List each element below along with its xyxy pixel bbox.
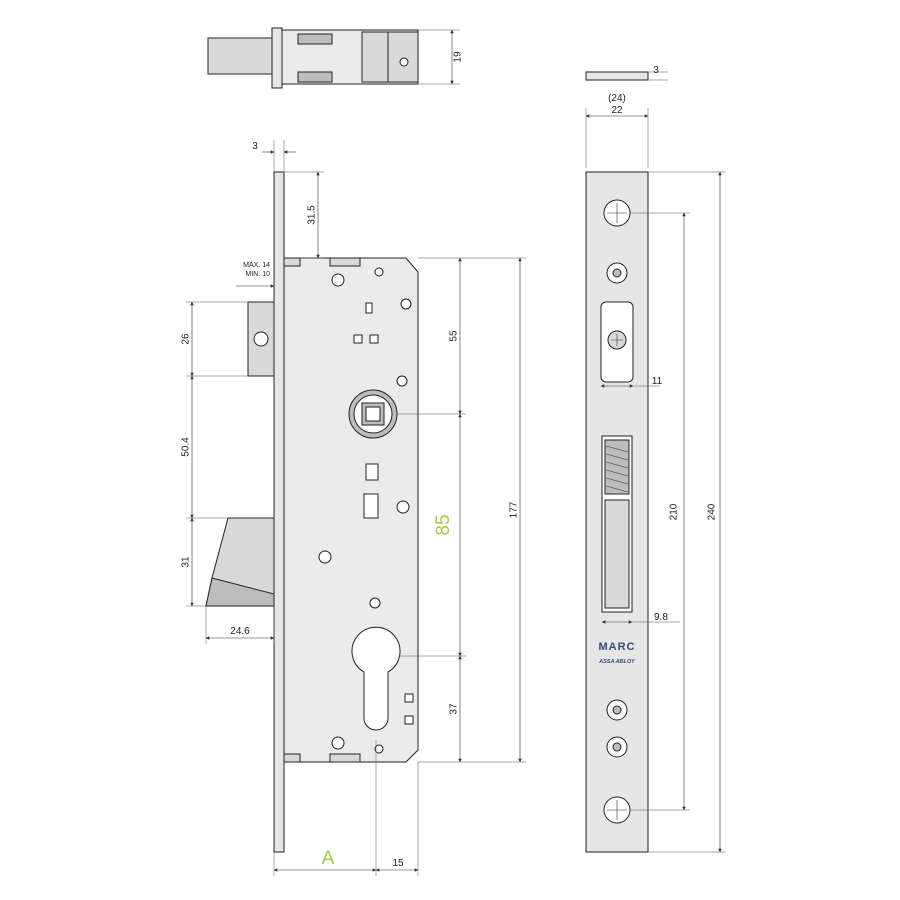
dim-latch-cutout: 9.8: [654, 612, 668, 623]
top-clip-upper: [297, 33, 333, 45]
side-notch-tm: [329, 257, 361, 267]
side-dimensions: 3 31.5 MÁX. 14 MIN. 10 26 50.4 31 24.6 5…: [181, 140, 526, 876]
dim-top-to-body: 31.5: [307, 205, 318, 225]
dim-faceplate-thickness: 3: [653, 65, 659, 76]
dim-bolt-max: MÁX. 14: [243, 260, 270, 269]
side-notch-bl: [283, 753, 301, 763]
dim-faceplate-width-alt: (24): [608, 93, 626, 104]
dim-screw-distance: 210: [669, 503, 680, 520]
side-spindle-inner: [365, 406, 381, 422]
faceplate-spring: [605, 445, 629, 493]
faceplate-edge: [585, 71, 649, 81]
side-notch-bm: [329, 753, 361, 763]
side-hole-e: [369, 597, 381, 609]
top-end-block: [387, 31, 419, 83]
dim-top-height: 19: [453, 51, 464, 63]
side-screw-upper: [331, 273, 345, 287]
side-notch-tl: [283, 257, 301, 267]
brand-sub: ASSA ABLOY: [598, 659, 636, 665]
side-hole-d: [318, 550, 332, 564]
side-screw-mid: [396, 500, 410, 514]
top-end-hole: [399, 57, 409, 67]
dim-bolt-min: MIN. 10: [245, 271, 270, 278]
side-slot-c: [369, 334, 379, 344]
side-slot-g: [404, 715, 414, 725]
side-cylinder-cutout: [351, 626, 401, 731]
dim-body-height: 177: [509, 501, 520, 518]
side-hole-a: [374, 267, 384, 277]
top-clip-lower: [297, 71, 333, 83]
faceplate-view: 3 (24) 22 11 9.8 MARC ASSA ABLOY: [585, 65, 726, 853]
side-slot-f: [404, 693, 414, 703]
top-faceplate: [271, 27, 283, 89]
side-deadbolt-hole: [253, 331, 269, 347]
faceplate-latch-tongue: [604, 499, 630, 609]
top-spring-housing: [361, 31, 389, 83]
side-slot-b: [353, 334, 363, 344]
side-screw-lower: [331, 736, 345, 750]
faceplate-screw-top-cross: [607, 203, 627, 223]
side-slot-d: [365, 463, 379, 481]
brand-name: MARC: [599, 641, 636, 653]
side-slot-a: [365, 302, 373, 314]
side-slot-e: [363, 493, 379, 519]
dim-plate-thickness: 3: [252, 141, 258, 152]
dim-lower-spacing: 37: [449, 703, 460, 715]
dim-bolt-cutout: 11: [652, 376, 663, 387]
dim-bolt-to-latch: 50.4: [181, 437, 192, 457]
top-view: 19: [207, 27, 464, 89]
side-hole-b: [400, 298, 412, 310]
dim-backset: A: [322, 848, 335, 869]
dim-total-length: 240: [707, 503, 718, 520]
side-front-plate: [273, 171, 285, 853]
dim-cylinder-offset: 15: [392, 858, 404, 869]
dim-latch-height: 31: [181, 556, 192, 568]
dim-center-distance: 85: [433, 514, 454, 535]
side-hole-c: [396, 375, 408, 387]
dim-faceplate-width: 22: [611, 105, 623, 116]
dim-bolt-height: 26: [181, 333, 192, 345]
side-hole-f: [374, 744, 384, 754]
dim-latch-throw: 24.6: [230, 626, 250, 637]
top-latch-tongue: [207, 37, 279, 75]
side-view: [205, 171, 419, 853]
dim-upper-spacing: 55: [449, 330, 460, 342]
